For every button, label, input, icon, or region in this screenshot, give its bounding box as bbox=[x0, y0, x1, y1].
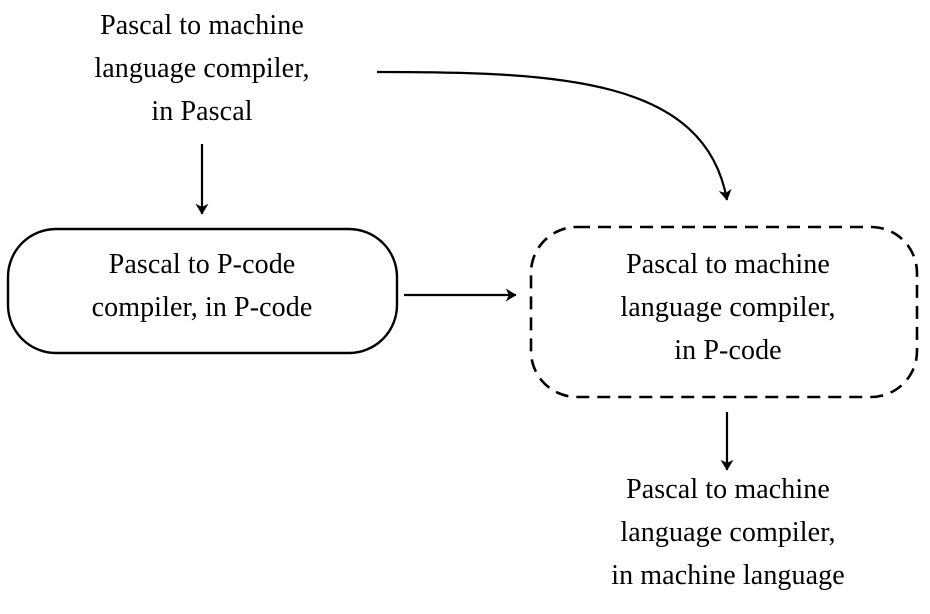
label-machine-compiler-in-machine: Pascal to machine language compiler, in … bbox=[611, 474, 845, 591]
label-pcode-compiler: Pascal to P-code compiler, in P-code bbox=[91, 249, 313, 323]
arrow-source-to-machine-compiler bbox=[376, 70, 732, 201]
label-source-compiler: Pascal to machine language compiler, in … bbox=[94, 10, 310, 127]
machine-compiler-pcode-box bbox=[529, 225, 919, 399]
label-machine-compiler-in-pcode: Pascal to machine language compiler, in … bbox=[620, 249, 836, 366]
pcode-compiler-box bbox=[6, 227, 399, 355]
